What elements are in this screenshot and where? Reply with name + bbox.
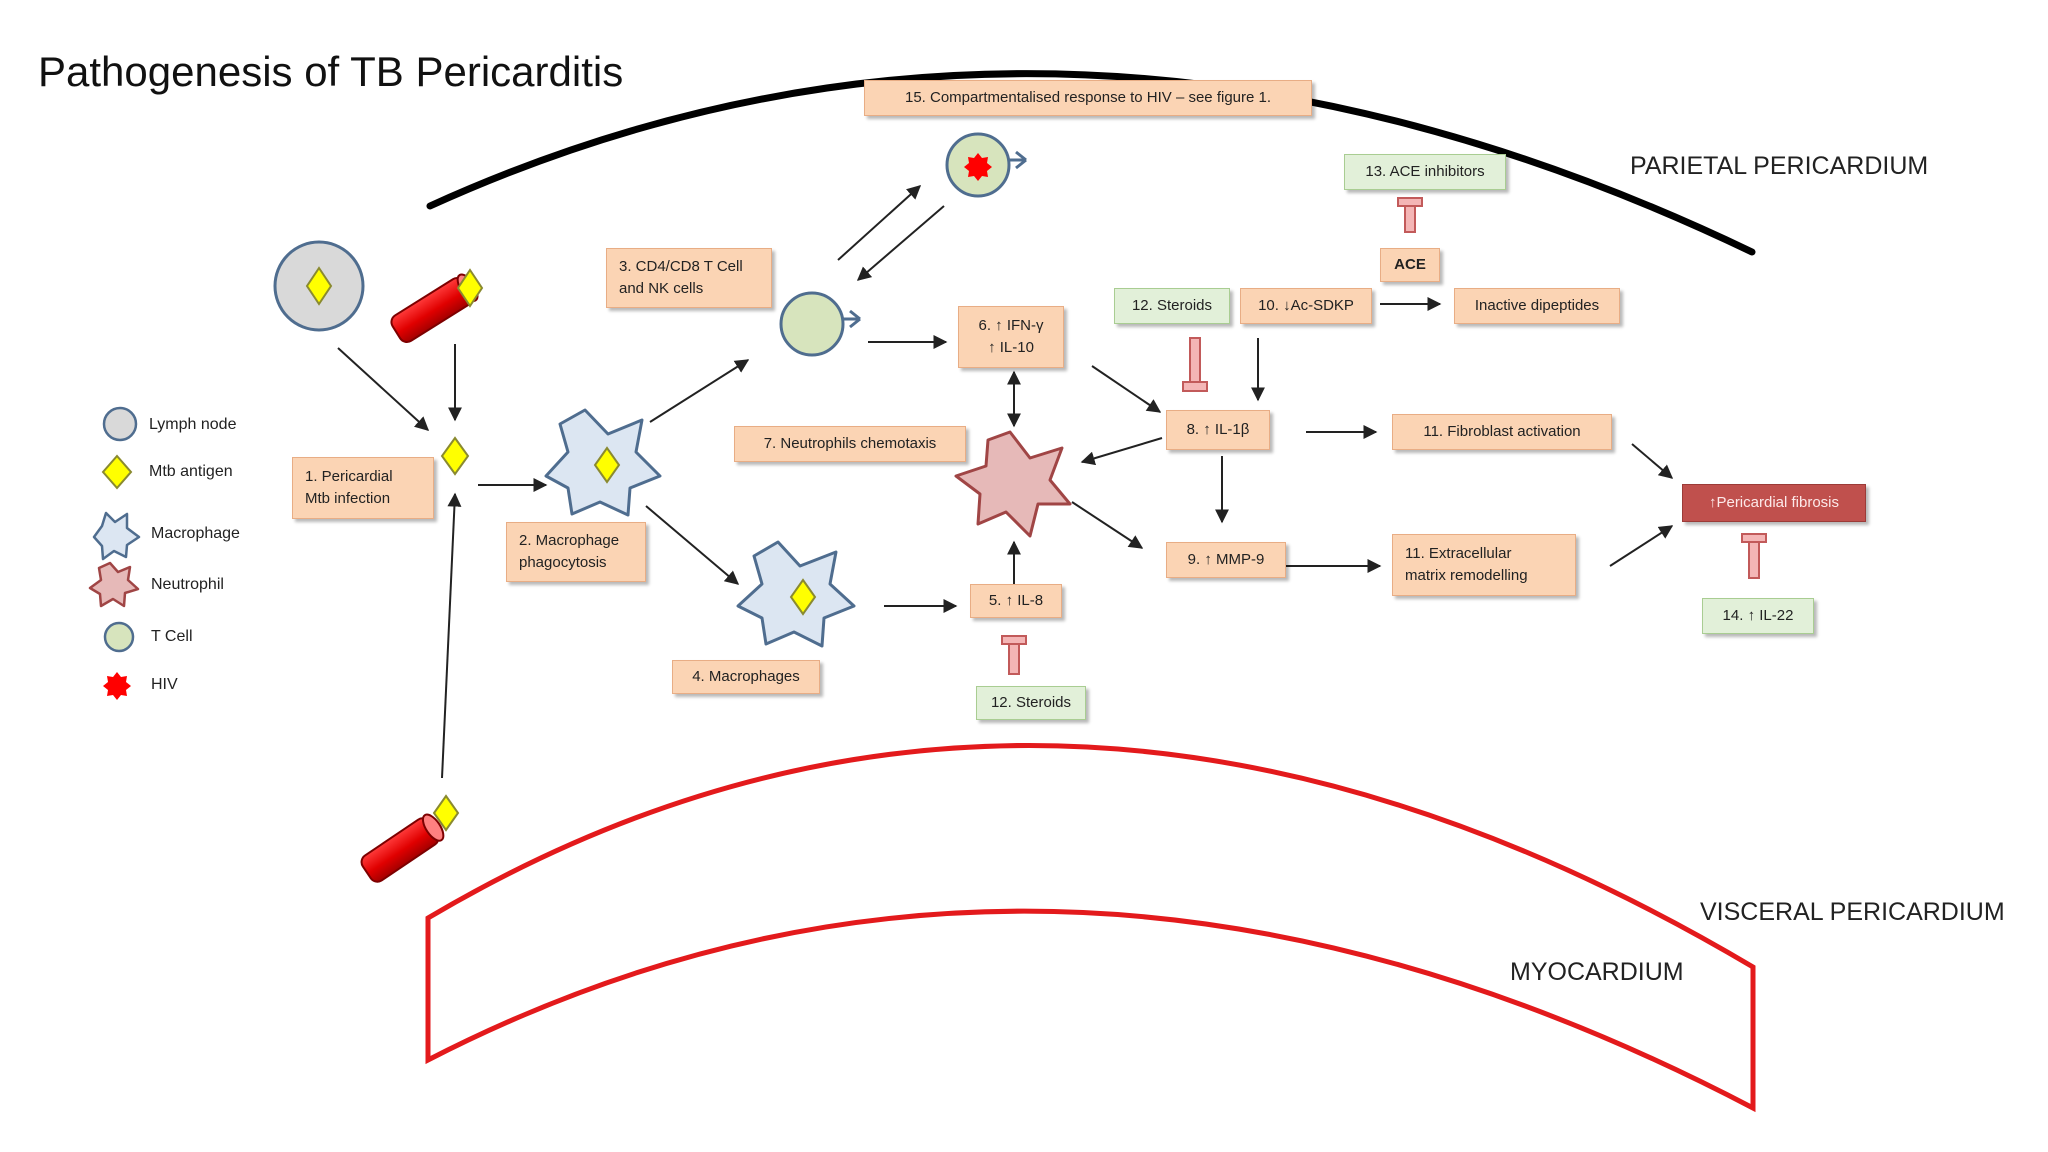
mtb-antigen-icon <box>432 794 460 832</box>
step-11-fibroblast-activation: 11. Fibroblast activation <box>1392 414 1612 450</box>
step-15-hiv-response: 15. Compartmentalised response to HIV – … <box>864 80 1312 116</box>
inhibitor-il22 <box>1741 533 1767 579</box>
inhibitors <box>1001 197 1767 675</box>
legend <box>88 406 141 700</box>
mtb-antigen-icon <box>440 436 470 476</box>
visceral-pericardium-band <box>425 743 1756 1113</box>
step-10-ac-sdkp: 10. ↓Ac-SDKP <box>1240 288 1372 324</box>
inactive-dipeptides: Inactive dipeptides <box>1454 288 1620 324</box>
arrow-ecm-to-fibrosis <box>1609 525 1674 567</box>
step-12-steroids-lower: 12. Steroids <box>976 686 1086 720</box>
lymph-node <box>273 240 365 332</box>
step-9-mmp9: 9. ↑ MMP-9 <box>1166 542 1286 578</box>
page-title: Pathogenesis of TB Pericarditis <box>38 48 624 95</box>
step-13-ace-inhibitors: 13. ACE inhibitors <box>1344 154 1506 190</box>
mtb-antigen-icon <box>593 446 621 484</box>
legend-label-t-cell: T Cell <box>151 628 193 645</box>
mtb-antigen-icon <box>456 268 484 308</box>
mtb-antigen-icon <box>305 266 333 306</box>
step-4-macrophages: 4. Macrophages <box>672 660 820 694</box>
legend-label-macrophage: Macrophage <box>151 525 240 542</box>
parietal-pericardium-label: PARIETAL PERICARDIUM <box>1630 152 1929 180</box>
hiv-icon <box>103 672 131 700</box>
inhibitor-ace-inhibitors <box>1397 197 1423 233</box>
myocardium-label: MYOCARDIUM <box>1510 958 1684 986</box>
arrow-lymph-to-infection <box>337 347 430 431</box>
arrow-ifn-to-il1b <box>1091 365 1162 413</box>
step-1-pericardial-infection: 1. Pericardial Mtb infection <box>292 457 434 519</box>
neutrophil <box>954 430 1072 538</box>
arrow-fibroblast-to-fibrosis <box>1631 443 1674 479</box>
arrows <box>337 185 1674 779</box>
arrow-neutrophil-to-mmp9 <box>1071 501 1144 549</box>
visceral-pericardium-label: VISCERAL PERICARDIUM <box>1700 898 2005 926</box>
step-11-extracellular-matrix: 11. Extracellular matrix remodelling <box>1392 534 1576 596</box>
arrow-il1b-to-neutrophil <box>1080 437 1163 466</box>
step-14-il22: 14. ↑ IL-22 <box>1702 598 1814 634</box>
hiv-infected-t-cell <box>945 132 1027 198</box>
legend-label-neutrophil: Neutrophil <box>151 576 224 593</box>
neutrophil-icon <box>88 561 140 608</box>
parietal-pericardium-line <box>426 70 1756 256</box>
legend-label-lymph-node: Lymph node <box>149 416 237 433</box>
mtb-antigen-icon <box>789 578 817 616</box>
legend-label-mtb-antigen: Mtb antigen <box>149 463 233 480</box>
arrow-macrophage-to-t-cell <box>649 359 750 423</box>
t-cell <box>779 291 861 357</box>
arrow-hiv-cell-to-t-cell <box>856 205 945 281</box>
inhibitor-steroids-il8 <box>1001 635 1027 675</box>
step-7-neutrophil-chemotaxis: 7. Neutrophils chemotaxis <box>734 426 966 462</box>
step-5-il8: 5. ↑ IL-8 <box>970 584 1062 618</box>
macrophage-activated <box>736 540 856 648</box>
arrow-t-cell-to-hiv-cell <box>837 185 922 261</box>
step-8-il1b: 8. ↑ IL-1β <box>1166 410 1270 450</box>
lymph-node-icon <box>102 406 138 442</box>
t-cell-icon <box>103 621 135 653</box>
arrow-vessel-bottom-to-infection <box>441 492 462 779</box>
step-3-t-cells-nk-cells: 3. CD4/CD8 T Cell and NK cells <box>606 248 772 308</box>
legend-label-hiv: HIV <box>151 676 178 693</box>
macrophage-icon <box>92 511 141 561</box>
inhibitor-steroids-il1b <box>1182 337 1208 392</box>
hiv-icon <box>964 153 992 181</box>
step-6-ifn-il10: 6. ↑ IFN-γ ↑ IL-10 <box>958 306 1064 368</box>
step-2-macrophage-phagocytosis: 2. Macrophage phagocytosis <box>506 522 646 582</box>
step-12-steroids-upper: 12. Steroids <box>1114 288 1230 324</box>
macrophage-phagocytosis <box>544 408 662 517</box>
mtb-antigen-icon <box>101 454 133 490</box>
blood-vessel-bottom <box>360 813 445 883</box>
arrow-macrophage-to-macrophages <box>645 505 740 585</box>
ace-enzyme: ACE <box>1380 248 1440 282</box>
pericardial-fibrosis: ↑Pericardial fibrosis <box>1682 484 1866 522</box>
